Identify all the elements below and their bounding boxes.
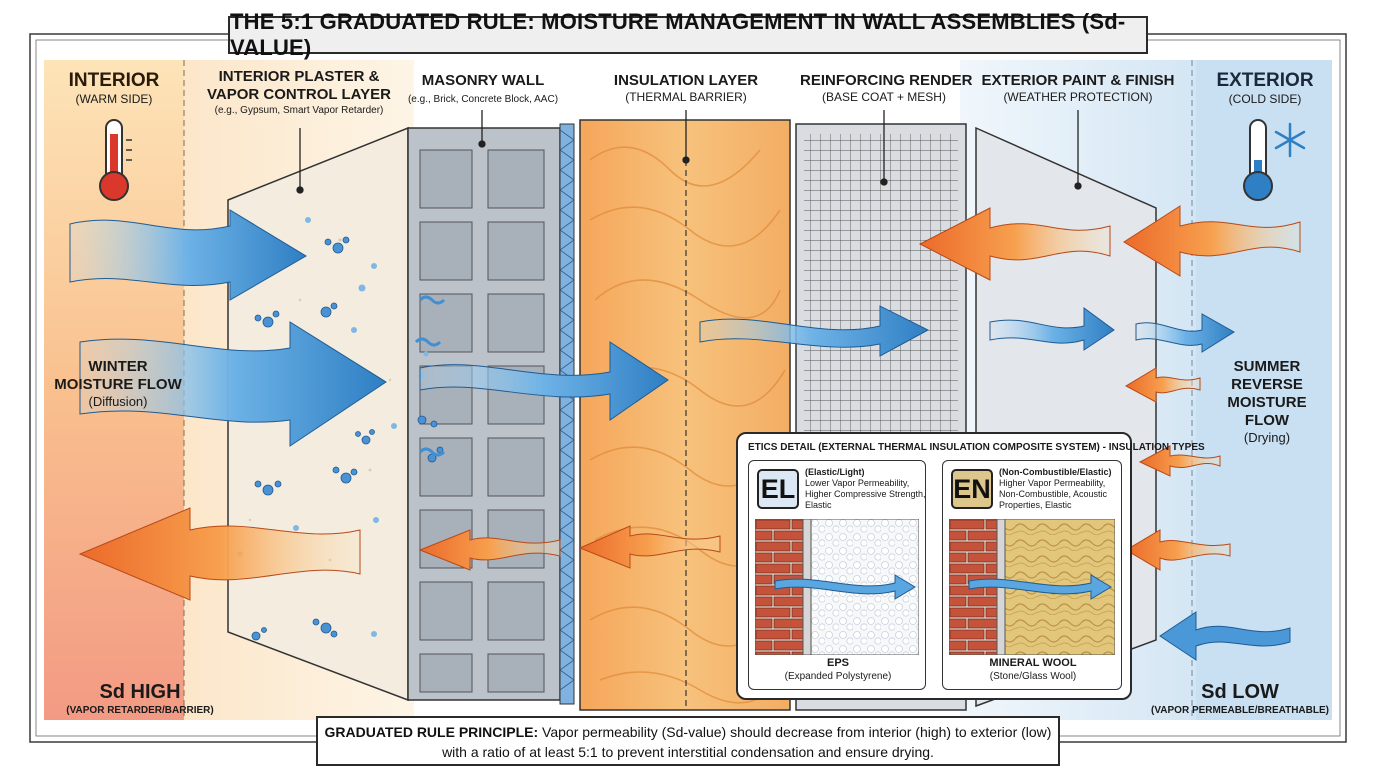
graduated-rule-principle: GRADUATED RULE PRINCIPLE: Vapor permeabi…: [316, 716, 1060, 766]
diagram-title: THE 5:1 GRADUATED RULE: MOISTURE MANAGEM…: [228, 9, 1148, 60]
mineral-wool-caption: MINERAL WOOL (Stone/Glass Wool): [989, 657, 1077, 682]
interior-label: INTERIOR (WARM SIDE): [68, 70, 160, 106]
layer-label-insulation: INSULATION LAYER (THERMAL BARRIER): [613, 72, 759, 104]
etics-panel-en: EN (Non-Combustible/Elastic) Higher Vapo…: [942, 460, 1122, 690]
etics-detail-box: ETICS DETAIL (EXTERNAL THERMAL INSULATIO…: [736, 432, 1205, 700]
panel-en-desc: (Non-Combustible/Elastic) Higher Vapor P…: [999, 467, 1112, 510]
layer-label-render: REINFORCING RENDER (BASE COAT + MESH): [800, 72, 973, 104]
badge-el: EL: [757, 469, 799, 509]
panel-el-desc: (Elastic/Light) Lower Vapor Permeability…: [805, 467, 926, 510]
sd-low-label: Sd LOW (VAPOR PERMEABLE/BREATHABLE): [1151, 681, 1329, 716]
thermometer-cold-icon: [1243, 119, 1273, 201]
sd-high-label: Sd HIGH (VAPOR RETARDER/BARRIER): [66, 681, 214, 716]
eps-section-illustration: [755, 519, 919, 655]
winter-moisture-arrows: [69, 209, 1291, 661]
layer-label-plaster: INTERIOR PLASTER & VAPOR CONTROL LAYER (…: [207, 68, 391, 116]
etics-title: ETICS DETAIL (EXTERNAL THERMAL INSULATIO…: [748, 442, 1205, 453]
snowflake-icon: [1274, 122, 1306, 158]
summer-flow-label: SUMMER REVERSE MOISTURE FLOW (Drying): [1227, 358, 1307, 445]
layer-label-finish: EXTERIOR PAINT & FINISH (WEATHER PROTECT…: [981, 72, 1175, 104]
layer-label-masonry: MASONRY WALL (e.g., Brick, Concrete Bloc…: [407, 72, 559, 105]
drying-heat-arrows: [78, 205, 1301, 601]
mineral-wool-section-illustration: [949, 519, 1115, 655]
winter-flow-label: WINTER MOISTURE FLOW (Diffusion): [54, 358, 182, 409]
etics-panel-el: EL (Elastic/Light) Lower Vapor Permeabil…: [748, 460, 926, 690]
eps-caption: EPS (Expanded Polystyrene): [784, 657, 892, 682]
thermometer-hot-icon: [99, 119, 132, 201]
badge-en: EN: [951, 469, 993, 509]
exterior-label: EXTERIOR (COLD SIDE): [1216, 70, 1314, 106]
